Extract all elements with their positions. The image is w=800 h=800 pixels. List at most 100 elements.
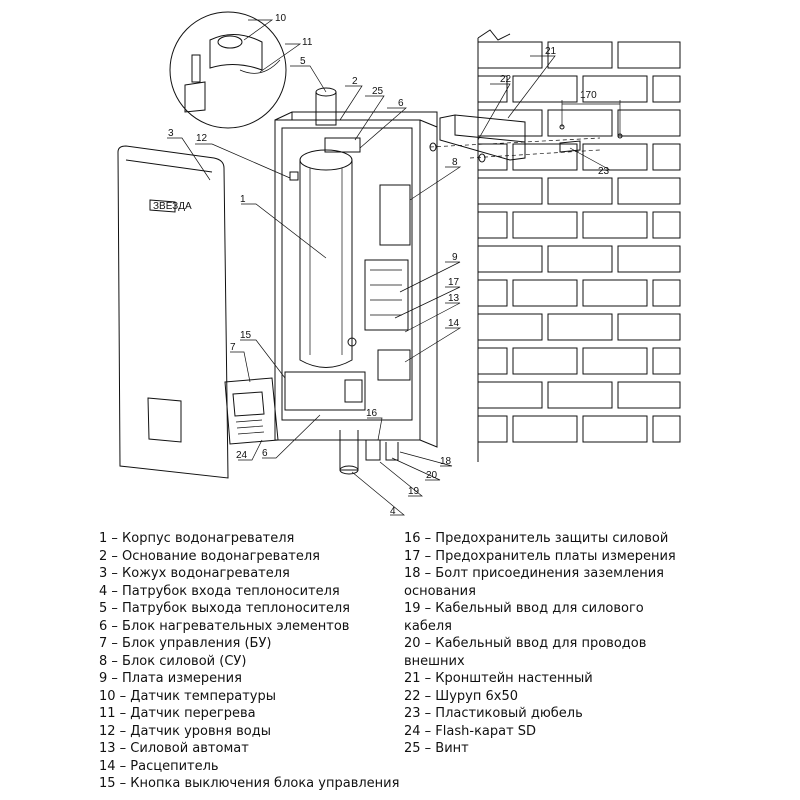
brick [512, 211, 578, 239]
callout-17: 17 [448, 277, 460, 288]
legend-item: 11 – Датчик перегрева [99, 706, 256, 721]
brick [477, 245, 543, 273]
brick [512, 279, 578, 307]
legend-item: 24 – Flash-карат SD [404, 723, 537, 739]
callout-16: 16 [366, 408, 378, 419]
front-cover: ЗВЕЗДА [117, 145, 229, 479]
callout-13: 13 [448, 293, 460, 304]
brick [477, 415, 508, 443]
legend-item: 5 – Патрубок выхода теплоносителя [99, 601, 350, 616]
legend-item: 3 – Кожух водонагревателя [99, 566, 290, 581]
detail-circle [169, 11, 287, 129]
callout-14: 14 [448, 318, 460, 329]
brick [652, 279, 681, 307]
callout-9: 9 [452, 252, 458, 263]
brick [512, 415, 578, 443]
brick [477, 143, 508, 171]
brick [477, 177, 543, 205]
callout-24: 24 [236, 450, 248, 461]
brick [652, 347, 681, 375]
legend-left: 1 – Корпус водонагревателя 2 – Основание… [99, 530, 399, 793]
brick [547, 177, 613, 205]
brick-wall [477, 29, 681, 462]
legend-item: 19 – Кабельный ввод для силового [404, 601, 644, 616]
legend-item: 21 – Кронштейн настенный [404, 671, 593, 686]
callout-3: 3 [168, 128, 174, 139]
callout-15: 15 [240, 330, 252, 341]
callout-7: 7 [230, 342, 236, 353]
legend-item: 17 – Предохранитель платы измерения [404, 548, 676, 564]
legend-item: 20 – Кабельный ввод для проводов [404, 636, 647, 651]
callout-1: 1 [240, 194, 246, 205]
legend-item: 6 – Блок нагревательных элементов [99, 618, 350, 634]
legend-item: 10 – Датчик температуры [99, 688, 276, 704]
brick [477, 75, 508, 103]
brick [477, 279, 508, 307]
legend-item: 15 – Кнопка выключения блока управления [99, 776, 400, 791]
callout-8: 8 [452, 157, 458, 168]
brick [582, 415, 648, 443]
legend-item: 12 – Датчик уровня воды [99, 723, 271, 739]
brick [582, 211, 648, 239]
callout-21: 21 [545, 46, 557, 57]
brick [477, 211, 508, 239]
brick [617, 313, 681, 341]
brick [617, 177, 681, 205]
callout-4: 4 [390, 506, 396, 517]
brick [512, 347, 578, 375]
legend-item: кабеля [404, 618, 452, 634]
brick [547, 41, 613, 69]
legend-item: 7 – Блок управления (БУ) [99, 636, 272, 651]
legend-item: 23 – Пластиковый дюбель [404, 706, 583, 721]
legend-item: внешних [404, 653, 465, 669]
brick [547, 313, 613, 341]
callout-6-bottom: 6 [262, 448, 268, 459]
legend-item: 13 – Силовой автомат [99, 741, 249, 756]
brick [477, 313, 543, 341]
callout-25: 25 [372, 86, 384, 97]
brick [617, 109, 681, 137]
brick [652, 143, 681, 171]
legend-item: 18 – Болт присоединения заземления [404, 566, 664, 581]
legend-item: 8 – Блок силовой (СУ) [99, 653, 247, 669]
logo-text: ЗВЕЗДА [153, 201, 192, 212]
brick [477, 109, 543, 137]
callout-19: 19 [408, 486, 420, 497]
brick [477, 41, 543, 69]
legend-item: основания [404, 583, 476, 599]
brick [652, 75, 681, 103]
callout-5: 5 [300, 56, 306, 67]
brick [582, 279, 648, 307]
brick [652, 211, 681, 239]
callout-23: 23 [598, 166, 610, 177]
brick [617, 381, 681, 409]
legend-item: 14 – Расцепитель [99, 758, 219, 774]
legend-item: 16 – Предохранитель защиты силовой [404, 531, 669, 546]
callout-labels: 10 11 5 2 25 6 12 3 8 1 9 17 13 14 15 7 … [168, 13, 610, 517]
brick [617, 41, 681, 69]
legend-item: 25 – Винт [404, 741, 469, 756]
legend-item: 22 – Шуруп 6х50 [404, 688, 518, 704]
callout-2: 2 [352, 76, 358, 87]
legend-item: 1 – Корпус водонагревателя [99, 531, 295, 546]
heater-body [274, 87, 438, 475]
legend-right: 16 – Предохранитель защиты силовой 17 – … [404, 530, 676, 758]
callout-22: 22 [500, 74, 512, 85]
brick [512, 143, 578, 171]
legend-item: 2 – Основание водонагревателя [99, 548, 321, 564]
callout-10: 10 [275, 13, 287, 24]
callout-18: 18 [440, 456, 452, 467]
control-unit [224, 377, 279, 445]
brick [512, 75, 578, 103]
brick [547, 381, 613, 409]
legend-item: 4 – Патрубок входа теплоносителя [99, 583, 340, 599]
brick [547, 245, 613, 273]
exploded-view-drawing: ЗВЕЗДА [117, 11, 681, 517]
callout-11: 11 [302, 37, 313, 48]
callout-6-top: 6 [398, 98, 404, 109]
leader-lines [167, 19, 611, 516]
brick [652, 415, 681, 443]
brick [477, 381, 543, 409]
brick [582, 75, 648, 103]
